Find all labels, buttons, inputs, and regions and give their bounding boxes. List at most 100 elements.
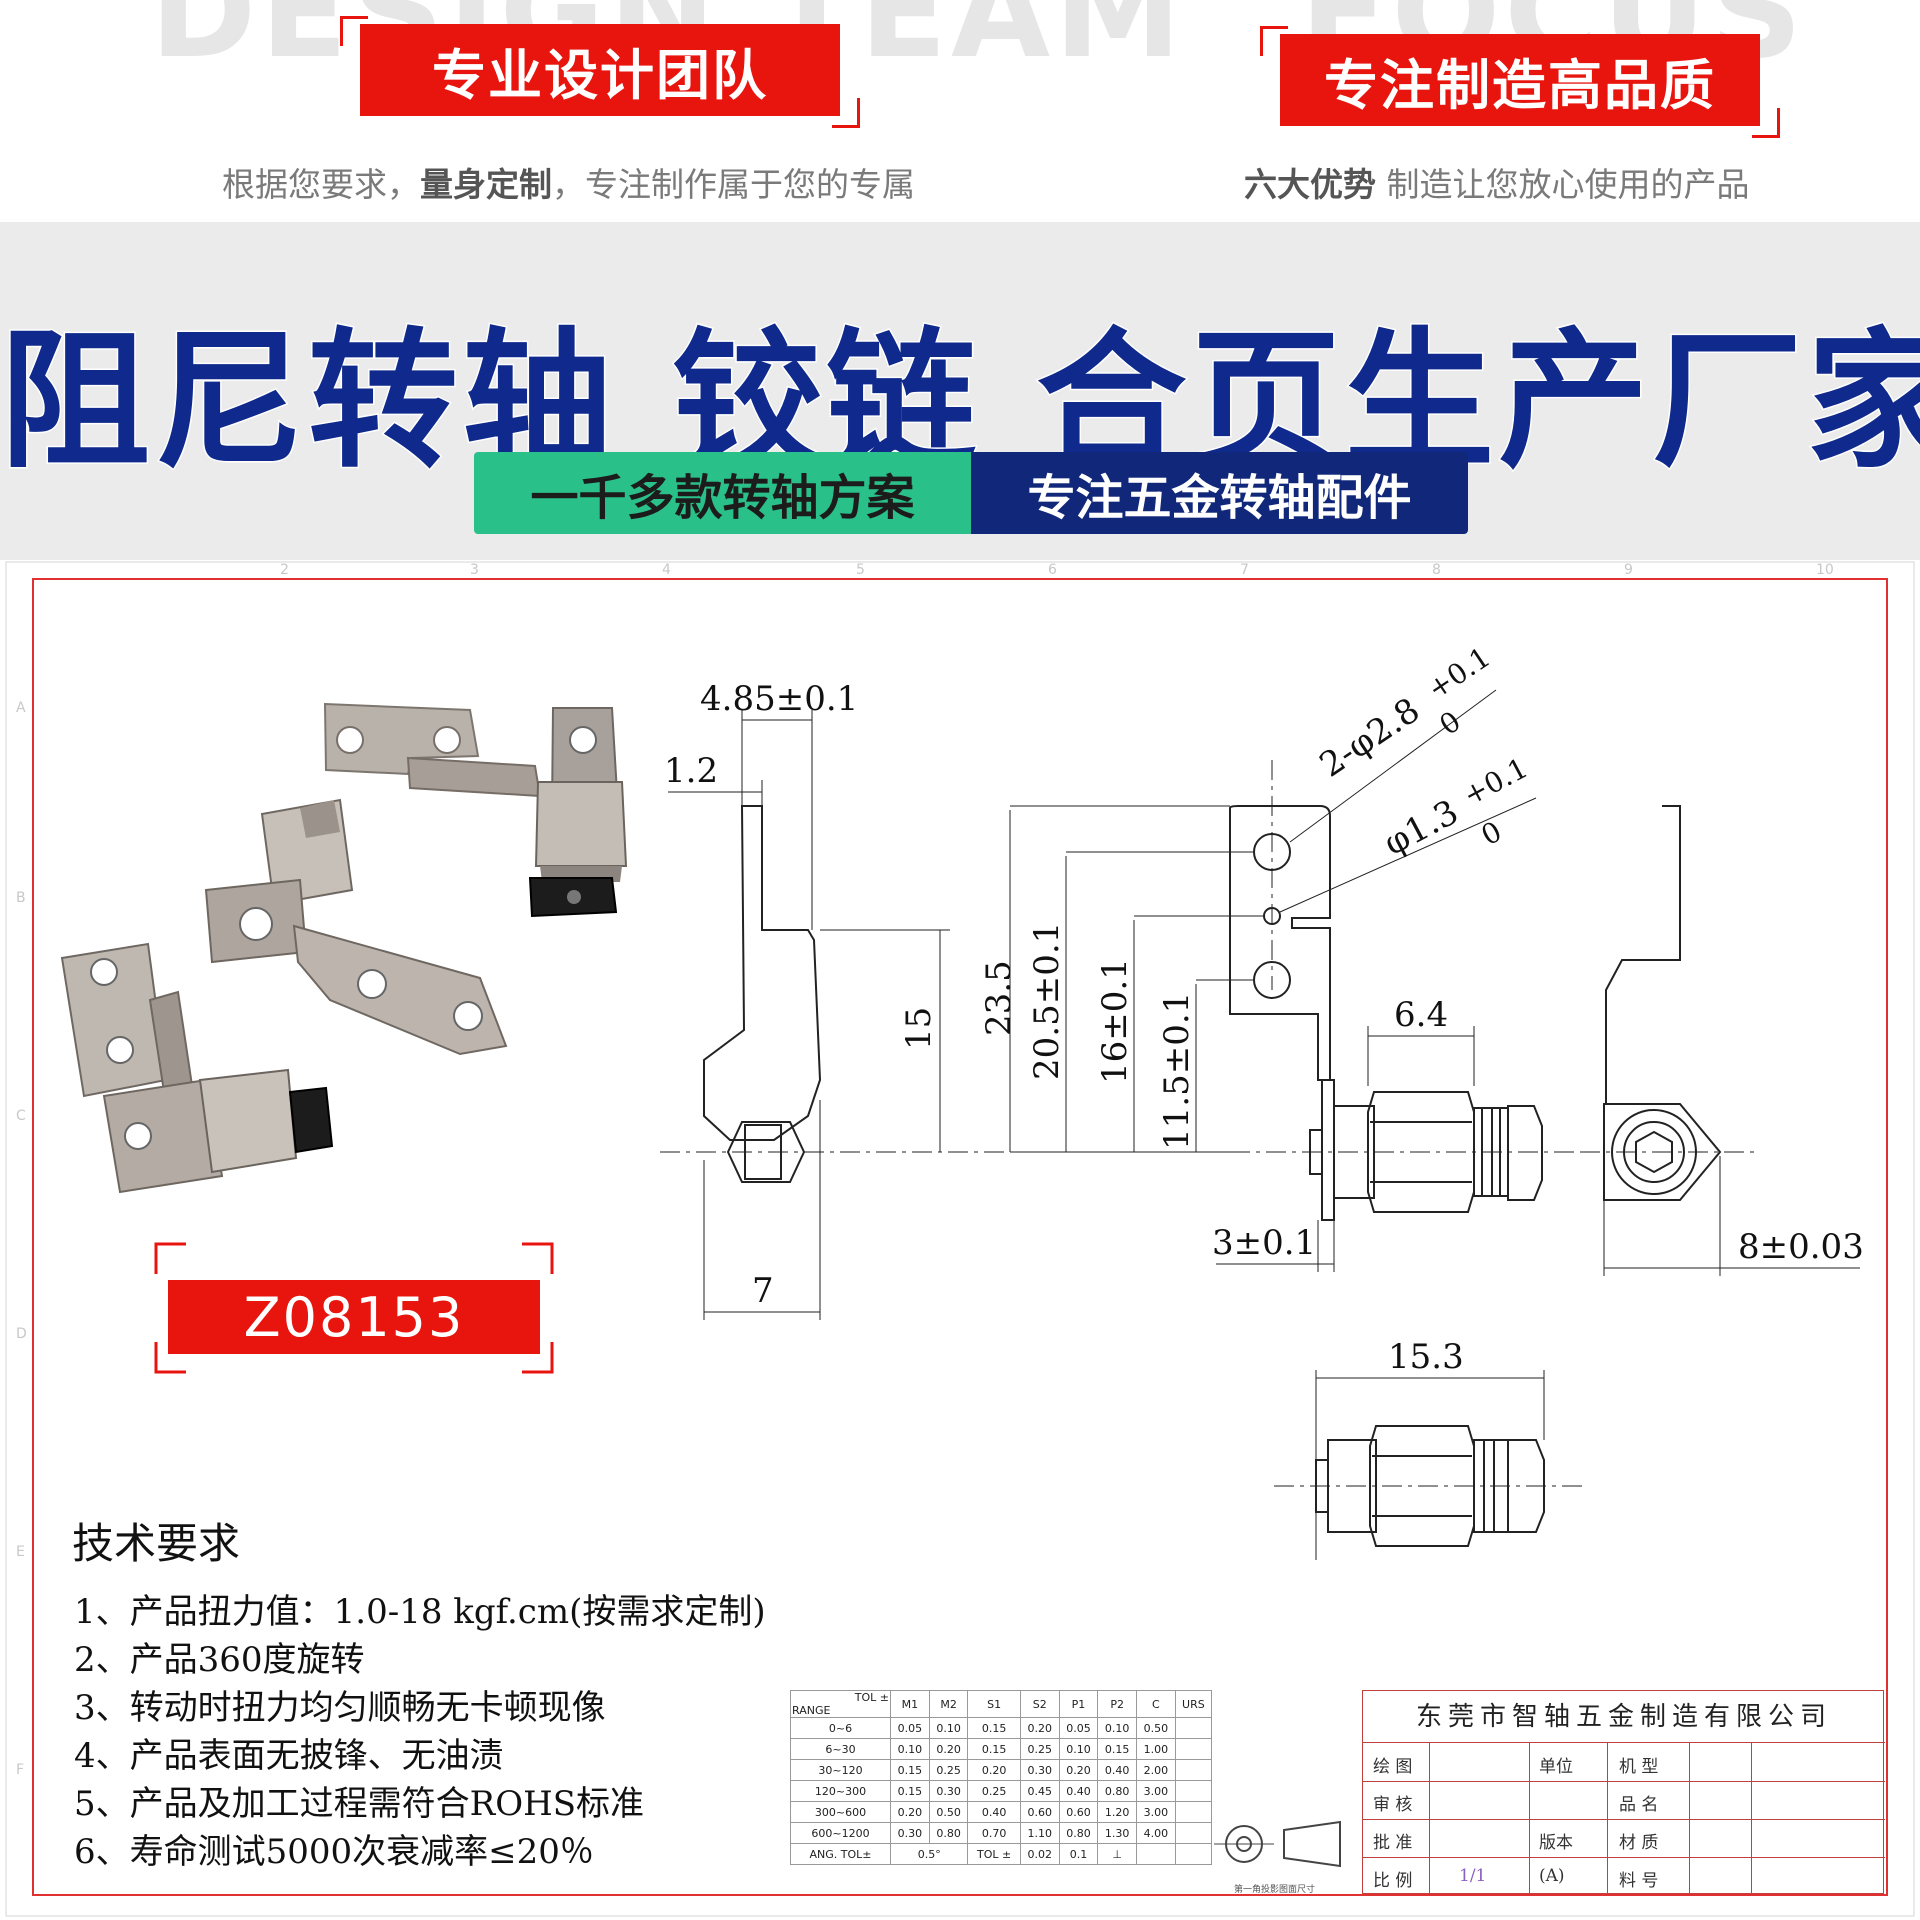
table-cell: 0~6 bbox=[790, 1717, 891, 1739]
grid-number: 9 bbox=[1624, 562, 1633, 578]
divider bbox=[1607, 1743, 1608, 1895]
table-cell: 0.20 bbox=[1058, 1759, 1099, 1781]
divider bbox=[1751, 1743, 1752, 1895]
table-cell: 0.15 bbox=[890, 1780, 930, 1802]
dim-label: 6.4 bbox=[1394, 995, 1448, 1035]
hinge-hole bbox=[453, 1001, 483, 1031]
grid-number: 8 bbox=[1432, 562, 1441, 578]
table-cell: 3.00 bbox=[1136, 1801, 1176, 1823]
product-photo bbox=[60, 702, 628, 1194]
hinge-cap bbox=[300, 800, 340, 838]
tagline-bold: 量身定制 bbox=[420, 165, 552, 204]
table-cell bbox=[1174, 1801, 1213, 1823]
table-header: M2 bbox=[928, 1690, 969, 1718]
table-footer-row: ANG. TOL± 0.5° TOL ± 0.02 0.1 ⊥ bbox=[790, 1843, 1213, 1865]
bracket-corner bbox=[522, 1242, 554, 1274]
dim-label: 7 bbox=[752, 1271, 774, 1311]
table-cell: 0.50 bbox=[928, 1801, 969, 1823]
dim-label: 4.85±0.1 bbox=[700, 679, 858, 719]
table-cell: 0.70 bbox=[967, 1822, 1021, 1844]
requirement-item: 1、产品扭力值：1.0-18 kgf.cm(按需求定制) bbox=[74, 1592, 766, 1632]
corner-top: TOL ± bbox=[854, 1691, 889, 1704]
table-cell: ANG. TOL± bbox=[790, 1843, 891, 1865]
tb-label: 料 号 bbox=[1619, 1871, 1659, 1891]
dim-tol: 0 bbox=[1433, 704, 1466, 741]
bracket-corner bbox=[1260, 26, 1288, 56]
main-banner: 阻尼转轴 铰链 合页生产厂家 一千多款转轴方案 专注五金转轴配件 bbox=[0, 222, 1920, 560]
tb-label: 单位 bbox=[1539, 1757, 1573, 1777]
grid-number: 5 bbox=[856, 562, 865, 578]
hinge-hole bbox=[106, 1036, 134, 1064]
tb-label: 审 核 bbox=[1373, 1795, 1413, 1815]
table-cell bbox=[1174, 1780, 1213, 1802]
table-header: P1 bbox=[1058, 1690, 1099, 1718]
table-cell: 1.30 bbox=[1097, 1822, 1138, 1844]
requirement-item: 3、转动时扭力均匀顺畅无卡顿现像 bbox=[74, 1688, 606, 1728]
hex-nut bbox=[1367, 1091, 1475, 1213]
table-cell: 1.00 bbox=[1136, 1738, 1176, 1760]
hinge-block bbox=[102, 1078, 224, 1194]
table-cell: 0.20 bbox=[890, 1801, 930, 1823]
table-cell: 0.15 bbox=[967, 1738, 1021, 1760]
sub-banner-left: 一千多款转轴方案 bbox=[474, 452, 971, 534]
table-header: S2 bbox=[1019, 1690, 1060, 1718]
table-cell: 3.00 bbox=[1136, 1780, 1176, 1802]
dim-label: 8±0.03 bbox=[1738, 1227, 1864, 1267]
table-cell: 0.10 bbox=[890, 1738, 930, 1760]
dim-tol: +0.1 bbox=[1421, 640, 1496, 705]
grid-letter: F bbox=[16, 1762, 25, 1778]
hinge-hole bbox=[567, 890, 581, 904]
table-cell: 0.30 bbox=[928, 1780, 969, 1802]
end-circle bbox=[1623, 1121, 1685, 1183]
dim-label: 20.5±0.1 bbox=[1027, 922, 1067, 1080]
hinge-hole bbox=[569, 726, 597, 754]
leader-line bbox=[1279, 797, 1537, 913]
table-cell: 120~300 bbox=[790, 1780, 891, 1802]
end-view bbox=[1580, 805, 1860, 1276]
requirement-item: 5、产品及加工过程需符合ROHS标准 bbox=[74, 1784, 645, 1824]
table-cell: 0.60 bbox=[1058, 1801, 1099, 1823]
end-nut bbox=[1507, 1105, 1543, 1201]
requirement-item: 4、产品表面无披锋、无油渍 bbox=[74, 1736, 504, 1776]
table-cell: 1.10 bbox=[1019, 1822, 1060, 1844]
table-cell: 0.50 bbox=[1136, 1717, 1176, 1739]
hex-nut bbox=[1369, 1425, 1475, 1547]
hinge-black-nut bbox=[288, 1086, 334, 1154]
table-cell: 0.10 bbox=[928, 1717, 969, 1739]
tb-label: 机 型 bbox=[1619, 1757, 1659, 1777]
shaft-body bbox=[1333, 1105, 1375, 1199]
projection-caption: 第一角投影图面尺寸 bbox=[1234, 1885, 1316, 1895]
table-header: M1 bbox=[890, 1690, 930, 1718]
corner-bottom: RANGE bbox=[792, 1704, 831, 1717]
table-header-row: TOL ±RANGE M1 M2 S1 S2 P1 P2 C URS bbox=[790, 1690, 1213, 1718]
table-cell: 600~1200 bbox=[790, 1822, 891, 1844]
hinge-plate bbox=[292, 924, 508, 1056]
socket-hex bbox=[1635, 1130, 1673, 1174]
table-cell: 0.15 bbox=[1097, 1738, 1138, 1760]
hinge-hole bbox=[433, 726, 461, 754]
sub-banner-right: 专注五金转轴配件 bbox=[971, 452, 1468, 534]
tagline-bold: 六大优势 bbox=[1244, 165, 1376, 204]
table-header: C bbox=[1136, 1690, 1176, 1718]
table-cell bbox=[1174, 1822, 1213, 1844]
hinge-hole bbox=[357, 969, 387, 999]
divider bbox=[1689, 1743, 1690, 1895]
table-cell: 0.80 bbox=[928, 1822, 969, 1844]
grid-letter: C bbox=[16, 1108, 26, 1124]
table-cell: 0.02 bbox=[1019, 1843, 1060, 1865]
table-cell: 0.40 bbox=[967, 1801, 1021, 1823]
bracket-corner bbox=[522, 1342, 554, 1374]
table-cell: 0.60 bbox=[1019, 1801, 1060, 1823]
badge-design-team: 专业设计团队 bbox=[360, 24, 840, 116]
footer-ang: ANG. bbox=[809, 1847, 838, 1861]
grid-number: 7 bbox=[1240, 562, 1249, 578]
table-cell: 0.20 bbox=[967, 1759, 1021, 1781]
table-cell: ⊥ bbox=[1097, 1843, 1138, 1865]
grid-number: 3 bbox=[470, 562, 479, 578]
tagline-left: 根据您要求，量身定制，专注制作属于您的专属 bbox=[222, 158, 915, 206]
